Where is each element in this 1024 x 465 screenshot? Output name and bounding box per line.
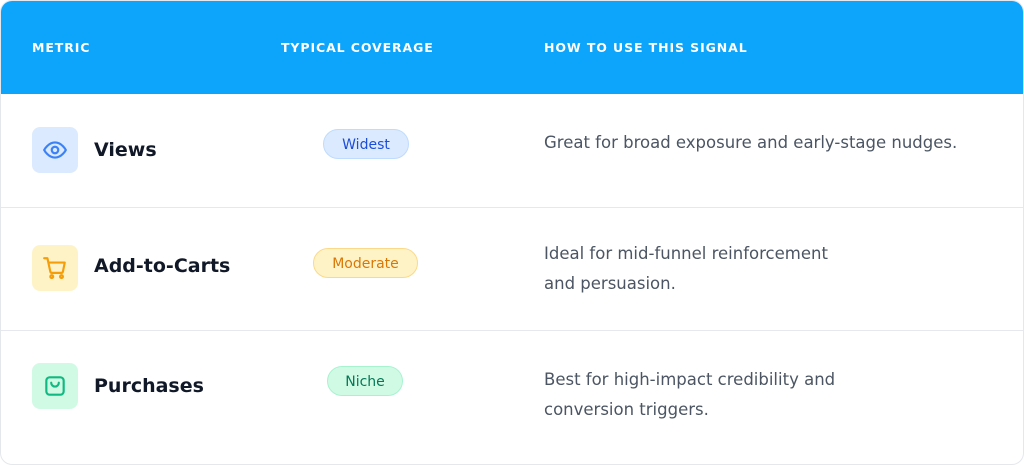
coverage-badge: Moderate: [313, 248, 418, 278]
table-row-views: Views Widest Great for broad exposure an…: [1, 94, 1023, 207]
usage-line: Ideal for mid-funnel reinforcement: [544, 244, 828, 263]
column-header-metric: METRIC: [32, 40, 91, 55]
metric-name: Add-to-Carts: [94, 255, 231, 277]
table-header: METRIC TYPICAL COVERAGE HOW TO USE THIS …: [1, 1, 1023, 94]
metric-name: Purchases: [94, 375, 204, 397]
usage-description: Great for broad exposure and early-stage…: [544, 128, 957, 158]
shopping-cart-icon: [32, 245, 78, 291]
usage-description: Ideal for mid-funnel reinforcement and p…: [544, 239, 828, 299]
table-row-purchases: Purchases Niche Best for high-impact cre…: [1, 330, 1023, 464]
column-header-coverage: TYPICAL COVERAGE: [281, 40, 434, 55]
eye-icon: [32, 127, 78, 173]
usage-line: Great for broad exposure and early-stage…: [544, 133, 958, 152]
column-header-usage: HOW TO USE THIS SIGNAL: [544, 40, 748, 55]
coverage-badge: Widest: [323, 129, 409, 159]
coverage-badge: Niche: [327, 366, 403, 396]
shopping-bag-icon: [32, 363, 78, 409]
usage-description: Best for high-impact credibility and con…: [544, 365, 835, 425]
metric-name: Views: [94, 139, 157, 161]
usage-line: and persuasion.: [544, 274, 676, 293]
table-row-add-to-carts: Add-to-Carts Moderate Ideal for mid-funn…: [1, 207, 1023, 331]
usage-line: Best for high-impact credibility and: [544, 370, 836, 389]
usage-line: conversion triggers.: [544, 400, 709, 419]
